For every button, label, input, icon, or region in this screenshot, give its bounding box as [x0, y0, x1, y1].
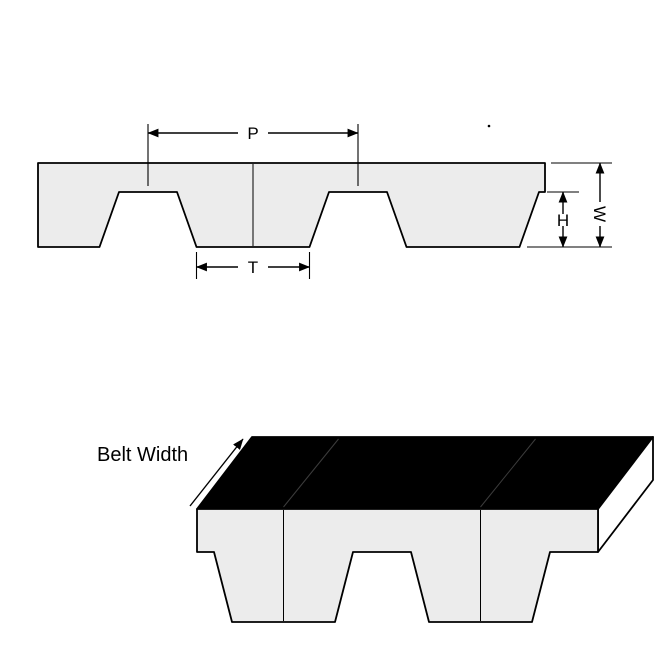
belt-top-face	[196, 436, 654, 510]
top-face-tooth-line-1	[283, 438, 339, 508]
belt-perspective-view: Belt Width	[97, 436, 654, 623]
belt-thickness-dimension: W	[527, 162, 612, 248]
thickness-label: W	[590, 206, 609, 222]
belt-width-arrow	[189, 438, 244, 507]
belt-profile-shape	[37, 162, 546, 248]
belt-cross-section: P T H W	[37, 124, 612, 279]
pitch-dimension: P	[147, 124, 359, 186]
tooth-width-dimension: T	[195, 252, 311, 279]
tooth-width-label: T	[248, 258, 258, 277]
tooth-height-dimension: H	[547, 191, 579, 248]
belt-width-annotation: Belt Width	[97, 438, 244, 507]
tooth-height-label: H	[557, 211, 569, 230]
pitch-label: P	[247, 124, 258, 143]
top-face-tooth-line-2	[480, 438, 536, 508]
belt-width-label: Belt Width	[97, 444, 188, 466]
stray-dot	[487, 124, 491, 128]
belt-front-face	[196, 508, 599, 623]
